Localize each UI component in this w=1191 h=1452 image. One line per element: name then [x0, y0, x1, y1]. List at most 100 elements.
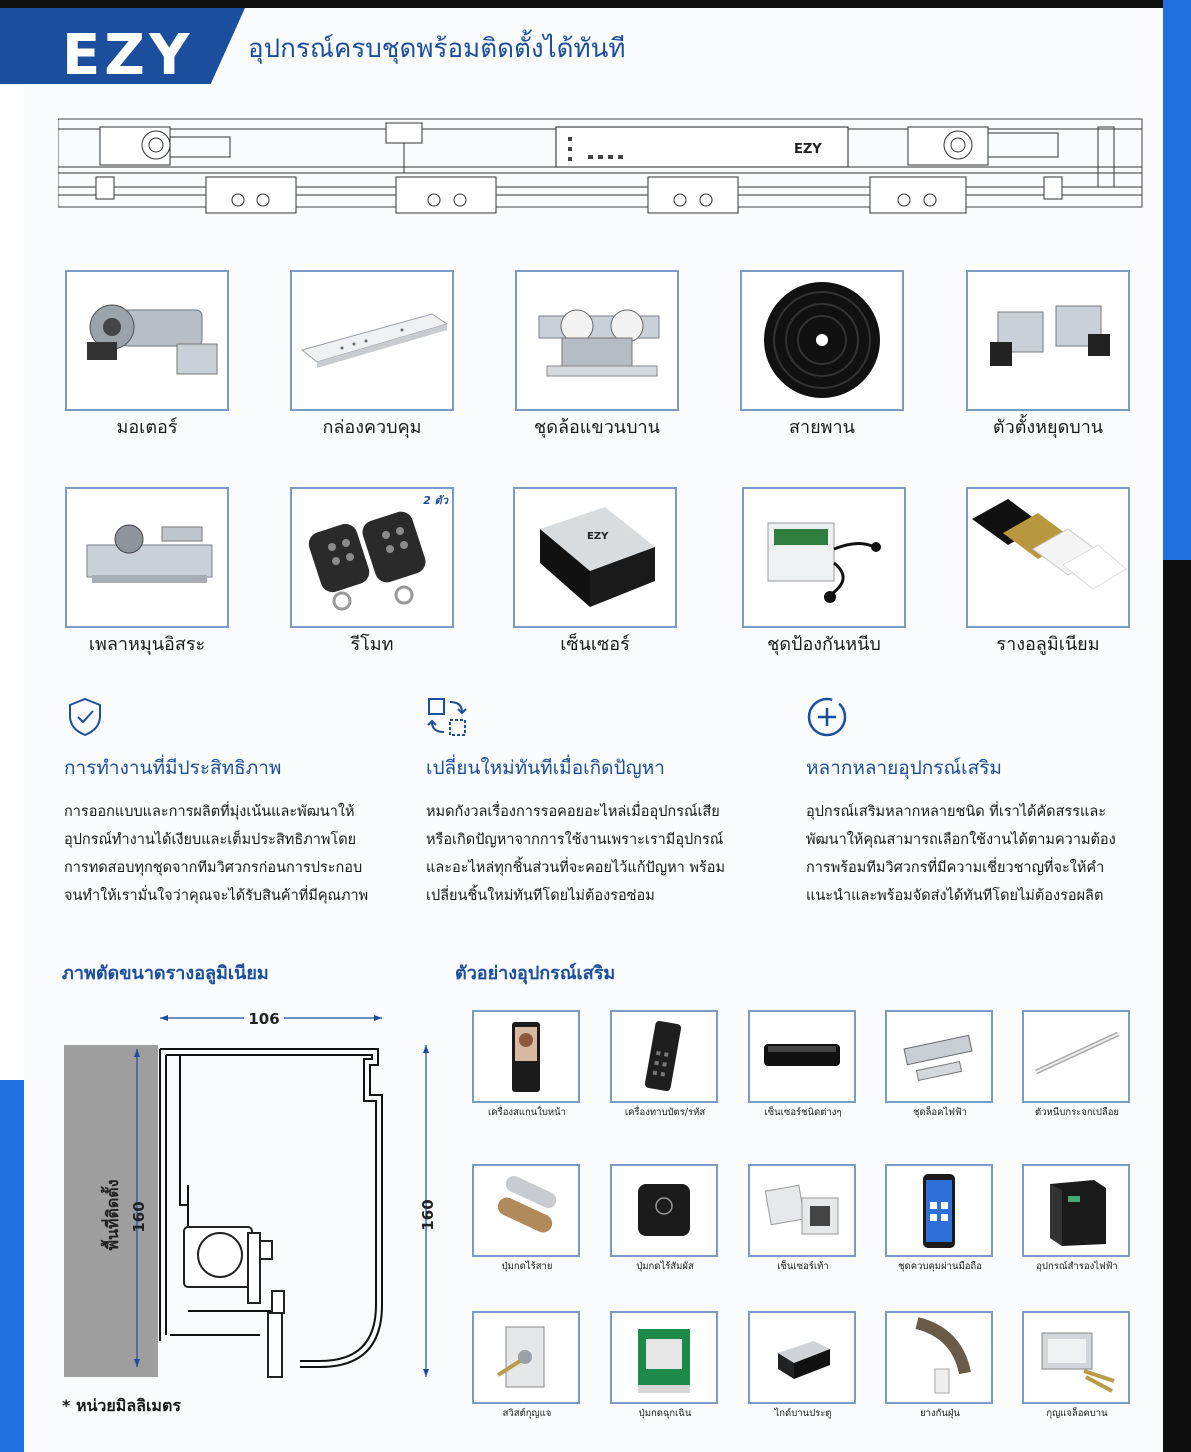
accessory-label: เซ็นเซอร์ชนิดต่างๆ [764, 1107, 842, 1118]
aluminium-rail-icon [966, 487, 1130, 628]
product-label: มอเตอร์ [116, 417, 178, 438]
hanger-wheel-icon [515, 270, 679, 411]
inner-height-dimension: 160 [130, 1201, 148, 1232]
accessory-label: ตัวหนีบกระจกเปลือย [1035, 1107, 1119, 1118]
accessory-item: ยางกันฝุ่น [885, 1311, 995, 1420]
accessory-item: เครื่องทาบบัตร/รหัส [610, 1010, 720, 1119]
touchless-button-icon [610, 1164, 718, 1257]
dust-brush-icon [885, 1311, 993, 1404]
unit-note: * หน่วยมิลลิเมตร [62, 1396, 181, 1415]
door-lock-key-icon [1022, 1311, 1130, 1404]
wall-label: พื้นที่ติดตั้ง [100, 1179, 122, 1250]
feature-line: อุปกรณ์ทำงานได้เงียบและเต็มประสิทธิภาพโด… [64, 832, 357, 848]
outer-height-dimension: 160 [419, 1199, 437, 1230]
accessory-label: เครื่องทาบบัตร/รหัส [624, 1107, 706, 1118]
door-stopper-icon [966, 270, 1130, 411]
accessories-title: ตัวอย่างอุปกรณ์เสริม [455, 963, 616, 984]
belt-icon [740, 270, 904, 411]
feature-efficiency: การทำงานที่มีประสิทธิภาพ การออกแบบและการ… [64, 696, 404, 910]
accessory-label: ยางกันฝุ่น [920, 1408, 960, 1419]
foot-sensor-icon [748, 1164, 856, 1257]
product-card: กล่องควบคุม [290, 270, 454, 439]
emergency-button-icon [610, 1311, 718, 1404]
product-label: ชุดป้องกันหนีบ [767, 634, 881, 655]
feature-line: แนะนำและพร้อมจัดส่งได้ทันทีโดยไม่ต้องรอผ… [806, 888, 1104, 904]
feature-line: การออกแบบและการผลิตที่มุ่งเน้นและพัฒนาให… [64, 804, 355, 820]
accessory-item: ตัวหนีบกระจกเปลือย [1022, 1010, 1132, 1119]
accessory-label: ชุดควบคุมผ่านมือถือ [898, 1261, 982, 1272]
feature-line: และอะไหล่ทุกชิ้นส่วนที่จะคอยไว้แก้ปัญหา … [426, 860, 726, 876]
accessory-item: กุญแจล็อคบาน [1022, 1311, 1132, 1420]
swap-icon [426, 696, 468, 738]
feature-line: หรือเกิดปัญหาจากการใช้งานเพราะเรามีอุปกร… [426, 832, 724, 848]
face-scanner-icon [472, 1010, 580, 1103]
feature-title: การทำงานที่มีประสิทธิภาพ [64, 757, 282, 779]
motor-icon [65, 270, 229, 411]
product-card: มอเตอร์ [65, 270, 229, 439]
accessory-item: ปุ่มกดไร้สาย [472, 1164, 582, 1273]
product-label: เพลาหมุนอิสระ [88, 634, 206, 655]
glass-clamp-icon [1022, 1010, 1130, 1103]
accessory-label: เครื่องสแกนใบหน้า [488, 1107, 566, 1118]
width-dimension: 106 [248, 1010, 279, 1028]
accessory-label: เซ็นเซอร์เท้า [777, 1261, 829, 1272]
assembly-logo: EZY [794, 142, 822, 157]
feature-title: เปลี่ยนใหม่ทันทีเมื่อเกิดปัญหา [426, 757, 665, 779]
product-label: สายพาน [789, 417, 855, 438]
accessory-item: ไกด์บานประตู [748, 1311, 858, 1420]
accessory-item: ปุ่มกดไร้สัมผัส [610, 1164, 720, 1273]
product-label: ตัวตั้งหยุดบาน [992, 417, 1104, 438]
accessory-item: สวิสต์กุญแจ [472, 1311, 582, 1420]
operator-assembly-drawing: EZY [57, 115, 1144, 223]
plus-circle-icon [806, 696, 848, 738]
sensor-bar-icon [748, 1010, 856, 1103]
accessory-item: เซ็นเซอร์เท้า [748, 1164, 858, 1273]
right-accent-blue [1163, 0, 1191, 560]
accessory-label: ปุ่มกดฉุกเฉิน [638, 1408, 692, 1419]
product-label: กล่องควบคุม [322, 417, 422, 438]
product-card: รางอลูมิเนียม [966, 487, 1130, 656]
accessory-item: เครื่องสแกนใบหน้า [472, 1010, 582, 1119]
product-card: EZY เซ็นเซอร์ [513, 487, 677, 656]
product-card: สายพาน [740, 270, 904, 439]
product-label: เซ็นเซอร์ [560, 634, 630, 655]
sensor-icon: EZY [513, 487, 677, 628]
product-label: รีโมท [350, 634, 394, 655]
accessory-label: สวิสต์กุญแจ [502, 1408, 552, 1419]
ups-icon [1022, 1164, 1130, 1257]
product-label: ชุดล้อแขวนบาน [534, 417, 660, 438]
feature-title: หลากหลายอุปกรณ์เสริม [806, 757, 1002, 779]
accessory-label: ปุ่มกดไร้สัมผัส [636, 1261, 694, 1272]
left-accent-blue [0, 1080, 24, 1452]
feature-body: อุปกรณ์เสริมหลากหลายชนิด ที่เราได้คัดสรร… [806, 798, 1146, 910]
feature-replacement: เปลี่ยนใหม่ทันทีเมื่อเกิดปัญหา หมดกังวลเ… [426, 696, 766, 910]
accessory-item: ชุดล็อคไฟฟ้า [885, 1010, 995, 1119]
product-card: เพลาหมุนอิสระ [65, 487, 229, 656]
wireless-button-icon [472, 1164, 580, 1257]
electric-lock-icon [885, 1010, 993, 1103]
top-border [0, 0, 1191, 8]
feature-body: หมดกังวลเรื่องการรอคอยอะไหล่เมื่ออุปกรณ์… [426, 798, 766, 910]
feature-line: พัฒนาให้คุณสามารถเลือกใช้งานได้ตามความต้… [806, 832, 1116, 848]
feature-accessories: หลากหลายอุปกรณ์เสริม อุปกรณ์เสริมหลากหลา… [806, 696, 1146, 910]
feature-line: หมดกังวลเรื่องการรอคอยอะไหล่เมื่ออุปกรณ์… [426, 804, 720, 820]
product-card: ตัวตั้งหยุดบาน [966, 270, 1130, 439]
accessory-item: ปุ่มกดฉุกเฉิน [610, 1311, 720, 1420]
right-accent-black [1163, 560, 1191, 1452]
accessory-label: อุปกรณ์สำรองไฟฟ้า [1036, 1261, 1118, 1272]
feature-line: อุปกรณ์เสริมหลากหลายชนิด ที่เราได้คัดสรร… [806, 804, 1107, 820]
product-card: 2 ตัว รีโมท [290, 487, 454, 656]
feature-line: จนทำให้เรามั่นใจว่าคุณจะได้รับสินค้าที่ม… [64, 888, 369, 904]
accessory-label: ปุ่มกดไร้สาย [501, 1261, 553, 1272]
control-box-icon [290, 270, 454, 411]
anti-pinch-icon [742, 487, 906, 628]
accessory-item: เซ็นเซอร์ชนิดต่างๆ [748, 1010, 858, 1119]
product-card: ชุดล้อแขวนบาน [515, 270, 679, 439]
logo-banner: EZY [0, 8, 245, 84]
cross-section-title: ภาพตัดขนาดรางอลูมิเนียม [62, 963, 269, 984]
accessory-label: ไกด์บานประตู [774, 1408, 832, 1419]
door-guide-icon [748, 1311, 856, 1404]
rail-cross-section: 106 160 พื้นที่ติดตั้ง 160 [60, 1005, 440, 1390]
quantity-badge: 2 ตัว [423, 494, 448, 507]
